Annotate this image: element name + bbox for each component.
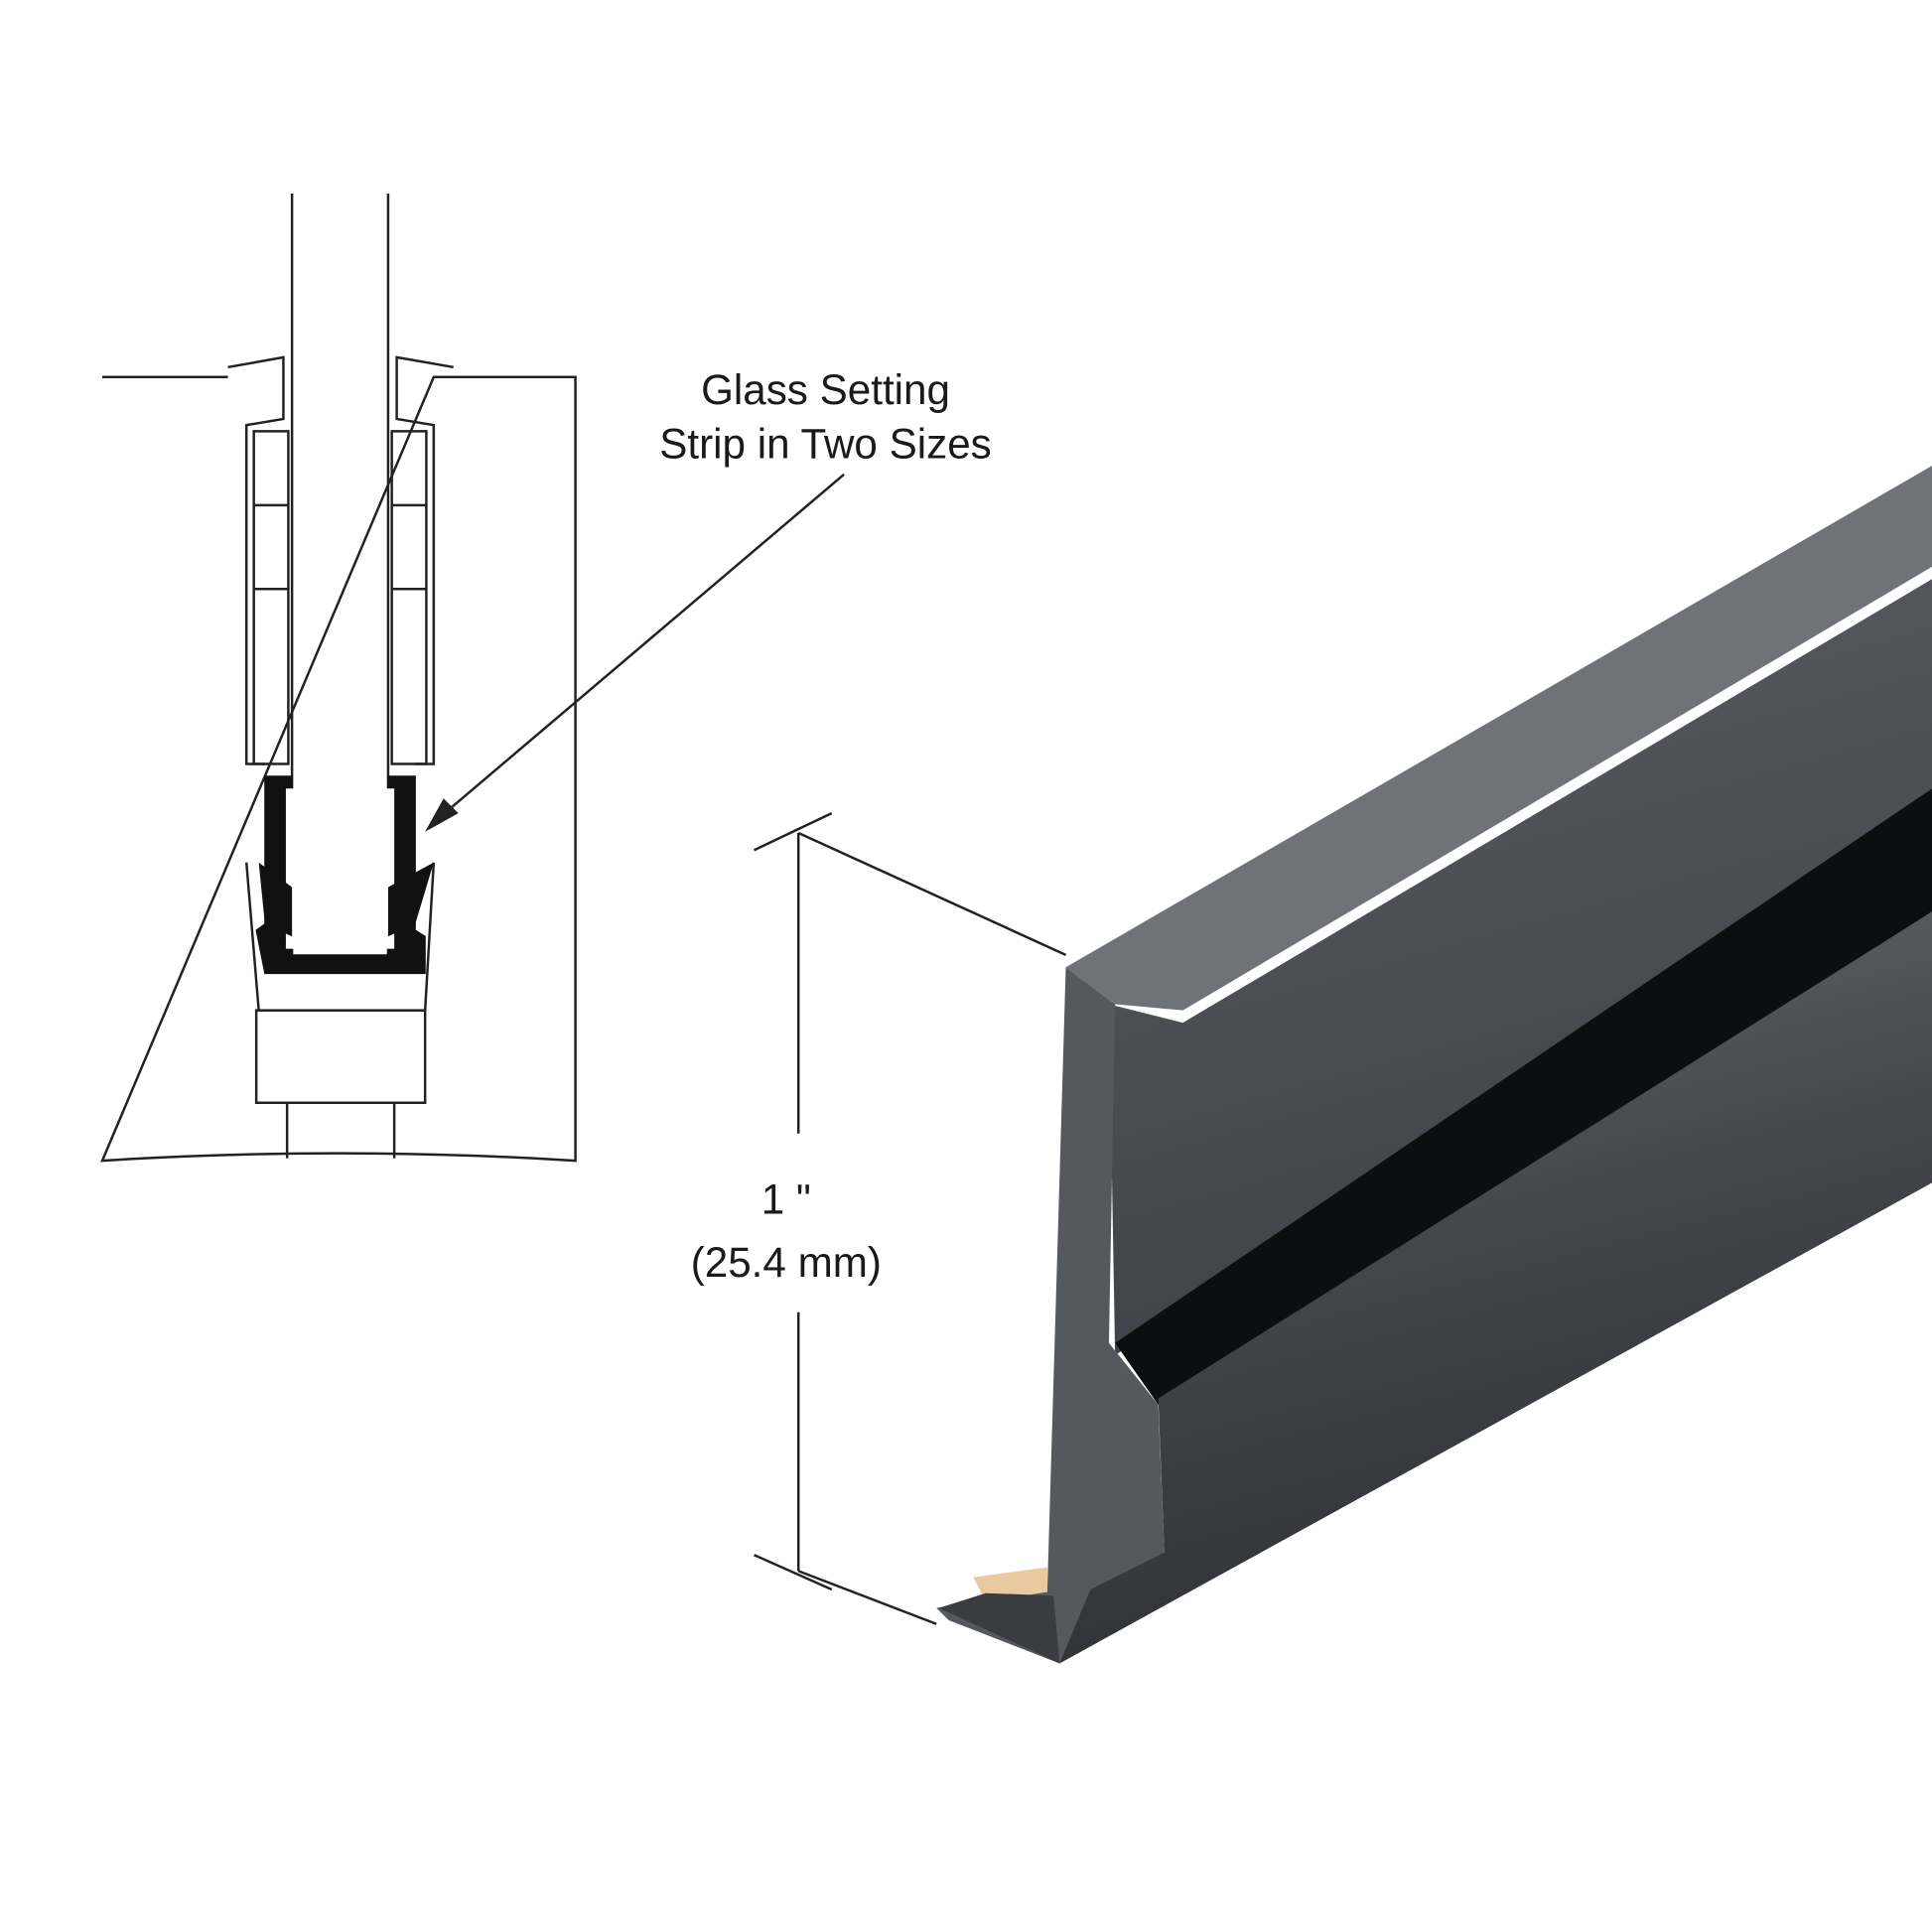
strip-end-profile [936, 967, 1165, 1664]
cross-section-drawing [100, 193, 577, 1163]
arrowhead-icon [425, 798, 459, 832]
callout-label-line2: Strip in Two Sizes [659, 421, 992, 468]
strip-upper-face [1108, 579, 1932, 1356]
dimension-lines [754, 811, 1067, 1625]
left-gasket [252, 430, 290, 765]
strip-groove [1115, 788, 1932, 1405]
wedge-gaskets [258, 862, 434, 937]
base-block [254, 1009, 427, 1104]
strip-top-lip [1065, 466, 1932, 1011]
base-shoe-outline [100, 375, 577, 1163]
dimension-imperial: 1 " [761, 1175, 811, 1222]
setting-strip-photo [936, 466, 1932, 1664]
dimension-metric: (25.4 mm) [691, 1239, 882, 1286]
strip-lower-face [1059, 911, 1932, 1664]
adhesive-tape [973, 1567, 1047, 1602]
clamp-outline [227, 355, 454, 765]
callout-label-line1: Glass Setting [701, 366, 950, 413]
right-gasket [390, 430, 428, 765]
callout-leader-line [436, 473, 845, 821]
